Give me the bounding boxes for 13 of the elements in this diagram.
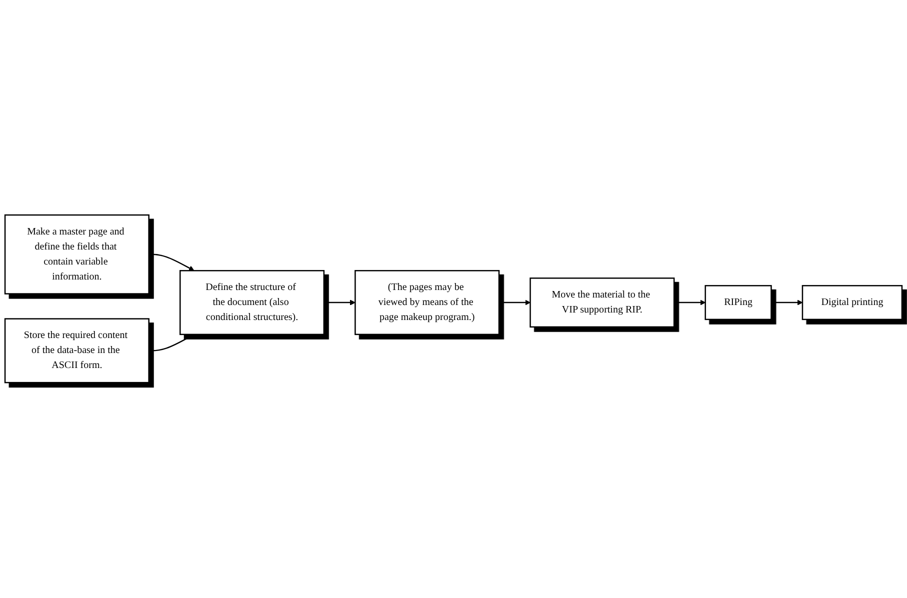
arrow [674, 300, 706, 306]
arrow [771, 300, 803, 306]
node-box: Define the structure of the document (also conditional structures). [180, 270, 325, 336]
node-box: Digital printing [802, 285, 903, 320]
arrow [324, 300, 356, 306]
node-box: Make a master page and define the fields that contain variable information. [4, 214, 150, 295]
node-box: Move the material to the VIP supporting RIP. [530, 278, 675, 328]
arrow [148, 254, 194, 272]
arrow [148, 334, 194, 352]
node-box: Store the required content of the data-base in the ASCII form. [4, 318, 150, 384]
arrow [499, 300, 531, 306]
node-box: RIPing [704, 285, 772, 320]
node-box: (The pages may be viewed by means of the page makeup program.) [354, 270, 500, 336]
